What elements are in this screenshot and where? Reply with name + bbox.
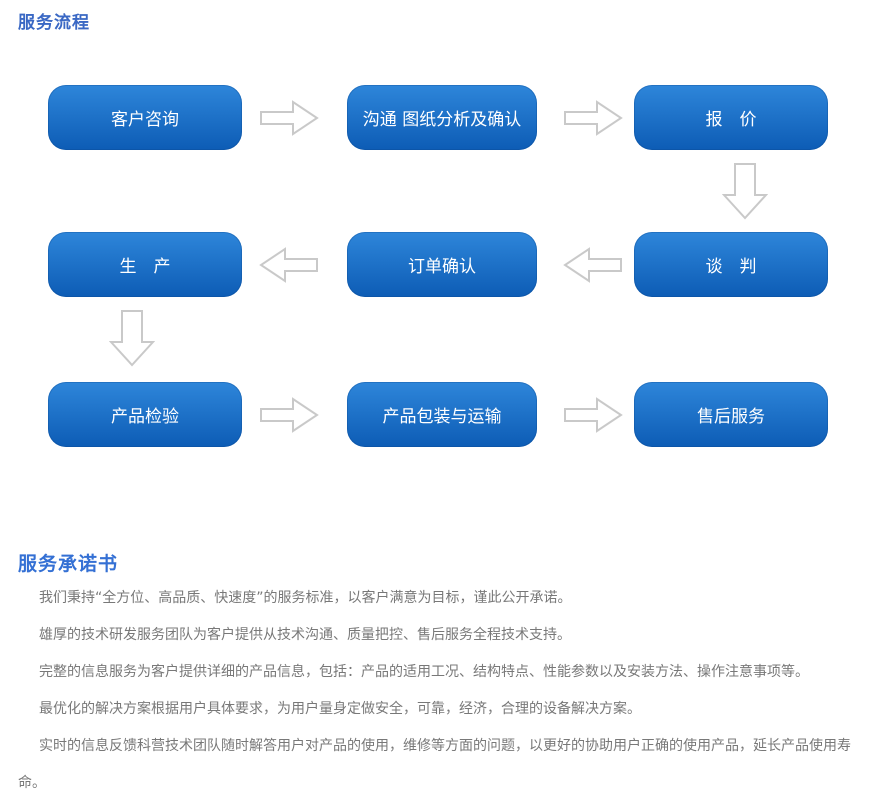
promise-paragraph: 完整的信息服务为客户提供详细的产品信息，包括：产品的适用工况、结构特点、性能参数…: [39, 664, 809, 680]
flow-section-title: 服务流程: [18, 13, 90, 33]
promise-paragraph: 我们秉持“全方位、高品质、快速度”的服务标准，以客户满意为目标，谨此公开承诺。: [39, 590, 572, 606]
step-customer-inquiry: 客户咨询: [48, 85, 242, 150]
arrow-right-icon: [259, 100, 319, 136]
step-negotiation: 谈 判: [634, 232, 828, 297]
arrow-right-icon: [259, 397, 319, 433]
promise-paragraphs: 我们秉持“全方位、高品质、快速度”的服务标准，以客户满意为目标，谨此公开承诺。 …: [18, 580, 854, 800]
promise-paragraph: 实时的信息反馈科营技术团队随时解答用户对产品的使用，维修等方面的问题，以更好的协…: [18, 738, 851, 791]
promise-paragraph: 雄厚的技术研发服务团队为客户提供从技术沟通、质量把控、售后服务全程技术支持。: [39, 627, 571, 643]
arrow-right-icon: [563, 100, 623, 136]
step-packaging-shipping: 产品包装与运输: [347, 382, 537, 447]
step-product-inspection: 产品检验: [48, 382, 242, 447]
arrow-left-icon: [259, 247, 319, 283]
arrow-left-icon: [563, 247, 623, 283]
step-production: 生 产: [48, 232, 242, 297]
arrow-down-icon: [109, 309, 155, 367]
promise-section-title: 服务承诺书: [18, 553, 119, 575]
promise-paragraph: 最优化的解决方案根据用户具体要求，为用户量身定做安全，可靠，经济，合理的设备解决…: [39, 701, 641, 717]
step-order-confirmation: 订单确认: [347, 232, 537, 297]
step-communication-drawing-analysis: 沟通 图纸分析及确认: [347, 85, 537, 150]
step-quotation: 报 价: [634, 85, 828, 150]
arrow-right-icon: [563, 397, 623, 433]
step-after-sales-service: 售后服务: [634, 382, 828, 447]
arrow-down-icon: [722, 162, 768, 220]
